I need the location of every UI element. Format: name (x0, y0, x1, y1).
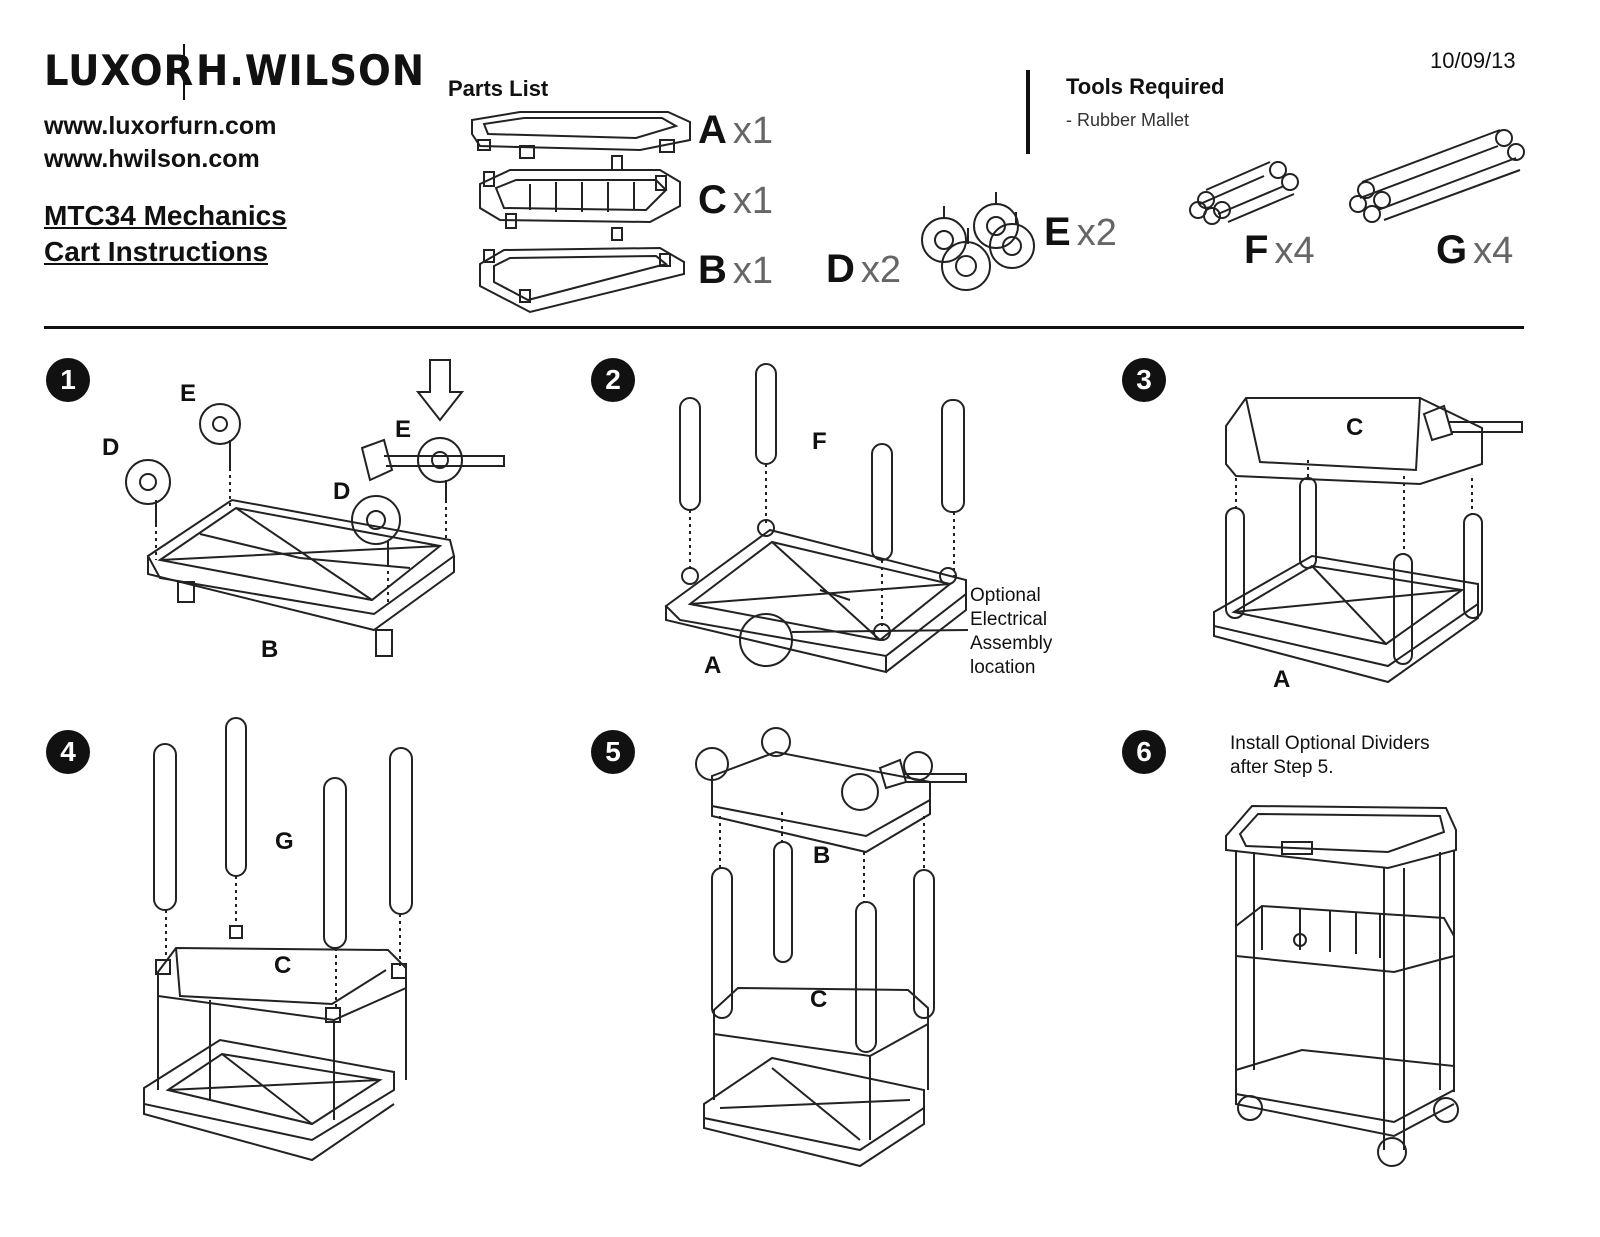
step-badge-6: 6 (1122, 730, 1166, 774)
website-luxor[interactable]: www.luxorfurn.com (44, 112, 277, 140)
step4-label-c: C (274, 952, 292, 979)
step5-label-c: C (810, 986, 828, 1013)
part-b-base-illustration (479, 227, 685, 314)
step1-label-d-left: D (102, 434, 120, 461)
header-rule (44, 326, 1524, 329)
part-g-legs-illustration (1349, 129, 1525, 223)
step1-label-d-right: D (333, 478, 351, 505)
parts-list-heading: Parts List (448, 76, 549, 101)
step-badge-5: 5 (591, 730, 635, 774)
tools-heading: Tools Required (1066, 74, 1225, 99)
doc-title-line1: MTC34 Mechanics (44, 200, 287, 231)
step6-note-dividers: Install Optional Dividers after Step 5. (1230, 733, 1430, 778)
step4-illustration (143, 717, 413, 1162)
tool-item-rubber-mallet: - Rubber Mallet (1066, 110, 1190, 130)
website-hwilson[interactable]: www.hwilson.com (44, 145, 260, 173)
part-casters-illustration (921, 192, 1035, 291)
step5-label-b: B (813, 842, 831, 869)
tools-divider (1026, 70, 1030, 154)
step1-label-e-right: E (395, 416, 412, 443)
logo-divider (183, 44, 185, 100)
brand-logo-hwilson: H.WILSON (196, 46, 426, 95)
step-badge-2: 2 (591, 358, 635, 402)
step2-label-a: A (704, 652, 722, 679)
step2-illustration (664, 363, 969, 674)
doc-title-line2: Cart Instructions (44, 236, 269, 267)
step-badge-1: 1 (46, 358, 90, 402)
step1-label-e-top: E (180, 380, 197, 407)
step3-label-a: A (1273, 666, 1291, 693)
step3-label-c: C (1346, 414, 1364, 441)
step5-illustration (695, 727, 967, 1168)
step-badge-4: 4 (46, 730, 90, 774)
step2-label-f: F (812, 428, 827, 455)
part-a-shelf-illustration (471, 111, 691, 159)
part-c-basin-illustration (479, 155, 681, 229)
step3-illustration (1213, 397, 1523, 684)
step1-label-b: B (261, 636, 279, 663)
step1-illustration (125, 359, 505, 657)
step2-note-electrical: Optional Electrical Assembly location (970, 585, 1053, 678)
step6-illustration (1225, 804, 1459, 1167)
step4-label-g: G (275, 828, 294, 855)
brand-logo-luxor: LUXOR (44, 46, 195, 95)
doc-date: 10/09/13 (1430, 48, 1516, 73)
step-badge-3: 3 (1122, 358, 1166, 402)
part-f-legs-illustration (1189, 161, 1299, 225)
